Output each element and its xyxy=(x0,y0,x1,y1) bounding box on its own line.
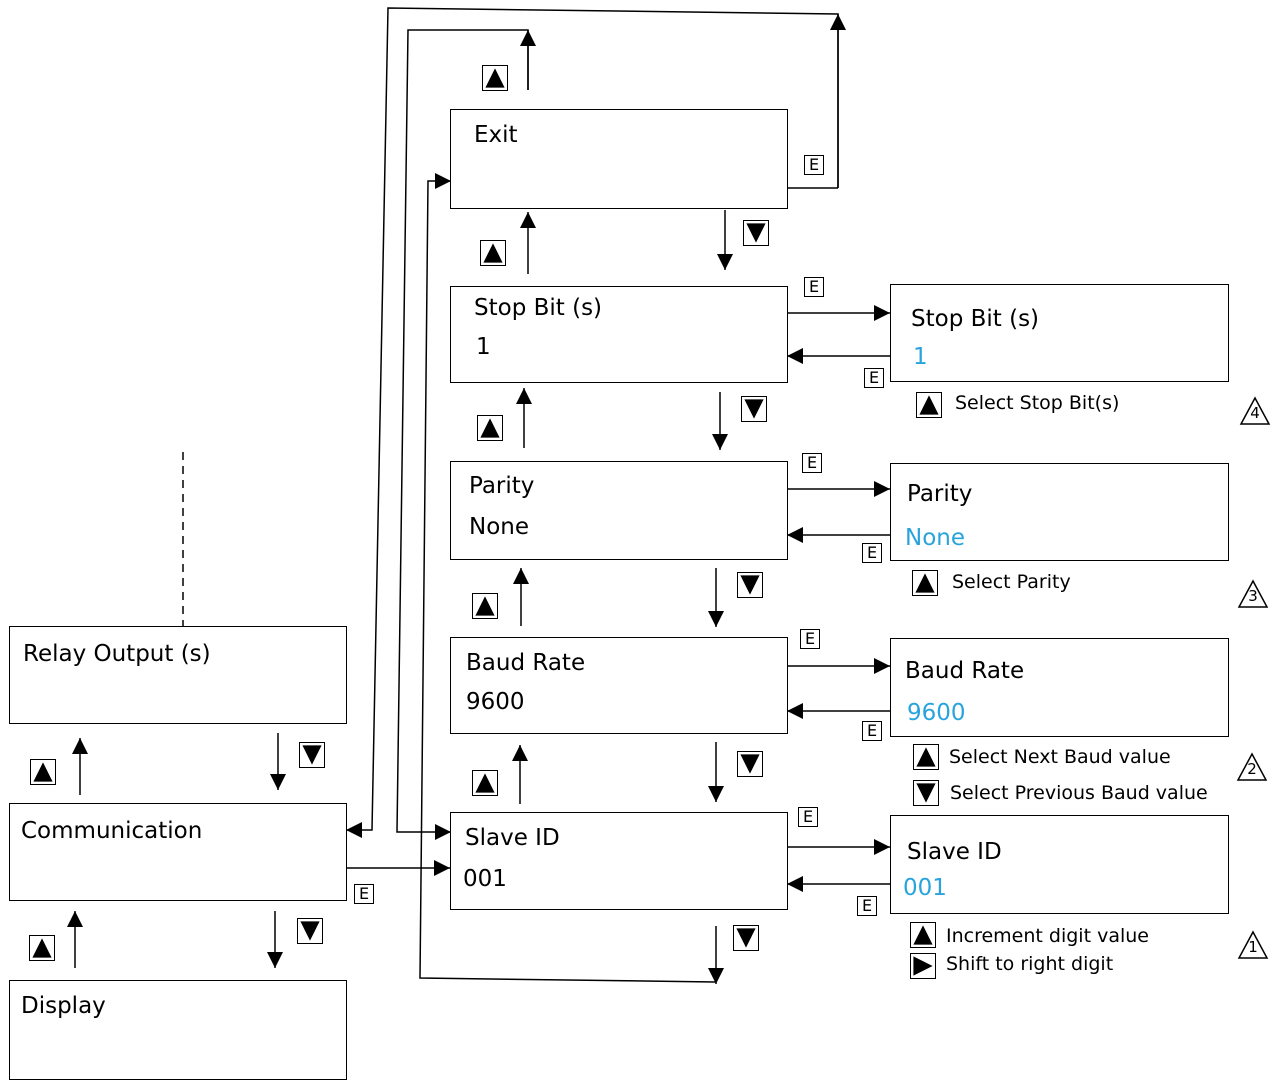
parity-edit-box[interactable]: Parity None xyxy=(890,463,1229,561)
down-key-icon[interactable] xyxy=(737,751,763,777)
right-key-icon xyxy=(910,953,936,979)
slave-id-box[interactable]: Slave ID 001 xyxy=(450,812,788,910)
parity-label: Parity xyxy=(469,473,535,499)
parity-edit-value: None xyxy=(905,525,966,551)
slave-id-value: 001 xyxy=(463,866,507,892)
enter-key[interactable]: E xyxy=(804,277,824,297)
step-3-number: 3 xyxy=(1248,587,1258,605)
step-4-number: 4 xyxy=(1250,404,1260,422)
relay-output-label: Relay Output (s) xyxy=(23,641,211,667)
up-key-icon[interactable] xyxy=(30,759,56,785)
enter-key[interactable]: E xyxy=(857,896,877,916)
up-key-icon xyxy=(912,570,938,596)
step-1-number: 1 xyxy=(1248,938,1258,956)
enter-key[interactable]: E xyxy=(864,368,884,388)
enter-key[interactable]: E xyxy=(802,453,822,473)
down-key-icon xyxy=(913,780,939,806)
down-key-icon[interactable] xyxy=(299,742,325,768)
exit-box[interactable]: Exit xyxy=(450,109,788,209)
down-key-icon[interactable] xyxy=(737,572,763,598)
relay-output-box[interactable]: Relay Output (s) xyxy=(9,626,347,724)
baud-rate-label: Baud Rate xyxy=(466,650,586,676)
parity-note: Select Parity xyxy=(952,571,1071,593)
stop-bit-label: Stop Bit (s) xyxy=(474,295,603,321)
exit-label: Exit xyxy=(474,122,518,148)
baud-rate-edit-box[interactable]: Baud Rate 9600 xyxy=(890,638,1229,737)
display-box[interactable]: Display xyxy=(9,980,347,1080)
slave-id-edit-value: 001 xyxy=(903,875,947,901)
step-1-icon: 1 xyxy=(1237,930,1269,959)
step-2-number: 2 xyxy=(1247,760,1257,778)
stop-bit-value: 1 xyxy=(476,334,491,360)
stop-bit-edit-value: 1 xyxy=(913,344,928,370)
up-key-icon[interactable] xyxy=(472,770,498,796)
up-key-icon[interactable] xyxy=(29,935,55,961)
baud-rate-value: 9600 xyxy=(466,689,525,715)
down-key-icon[interactable] xyxy=(741,396,767,422)
step-3-icon: 3 xyxy=(1237,579,1269,608)
baud-rate-edit-label: Baud Rate xyxy=(905,658,1025,684)
display-label: Display xyxy=(21,993,106,1019)
baud-rate-edit-value: 9600 xyxy=(907,700,966,726)
baud-next-note: Select Next Baud value xyxy=(949,746,1171,768)
enter-key[interactable]: E xyxy=(800,629,820,649)
slave-id-edit-label: Slave ID xyxy=(907,839,1002,865)
up-key-icon xyxy=(910,922,936,948)
stop-bit-edit-label: Stop Bit (s) xyxy=(911,306,1040,332)
up-key-icon[interactable] xyxy=(477,415,503,441)
down-key-icon[interactable] xyxy=(743,220,769,246)
step-4-icon: 4 xyxy=(1239,396,1271,425)
enter-key[interactable]: E xyxy=(804,155,824,175)
enter-key[interactable]: E xyxy=(798,807,818,827)
down-key-icon[interactable] xyxy=(297,918,323,944)
parity-value: None xyxy=(469,514,530,540)
down-key-icon[interactable] xyxy=(733,925,759,951)
enter-key[interactable]: E xyxy=(862,721,882,741)
communication-box[interactable]: Communication xyxy=(9,803,347,901)
slave-id-edit-box[interactable]: Slave ID 001 xyxy=(890,815,1229,914)
stop-bit-edit-box[interactable]: Stop Bit (s) 1 xyxy=(890,284,1229,382)
stop-bit-box[interactable]: Stop Bit (s) 1 xyxy=(450,286,788,383)
up-key-icon xyxy=(913,744,939,770)
baud-rate-box[interactable]: Baud Rate 9600 xyxy=(450,637,788,734)
slave-id-label: Slave ID xyxy=(465,825,560,851)
parity-box[interactable]: Parity None xyxy=(450,461,788,560)
communication-label: Communication xyxy=(21,818,203,844)
shift-right-note: Shift to right digit xyxy=(946,953,1114,975)
stop-bit-note: Select Stop Bit(s) xyxy=(955,392,1120,414)
up-key-icon xyxy=(916,392,942,418)
parity-edit-label: Parity xyxy=(907,481,973,507)
up-key-icon[interactable] xyxy=(480,240,506,266)
baud-previous-note: Select Previous Baud value xyxy=(950,782,1208,804)
enter-key[interactable]: E xyxy=(354,884,374,904)
up-key-icon[interactable] xyxy=(482,65,508,91)
step-2-icon: 2 xyxy=(1236,752,1268,781)
increment-note: Increment digit value xyxy=(946,925,1149,947)
enter-key[interactable]: E xyxy=(862,543,882,563)
up-key-icon[interactable] xyxy=(472,593,498,619)
